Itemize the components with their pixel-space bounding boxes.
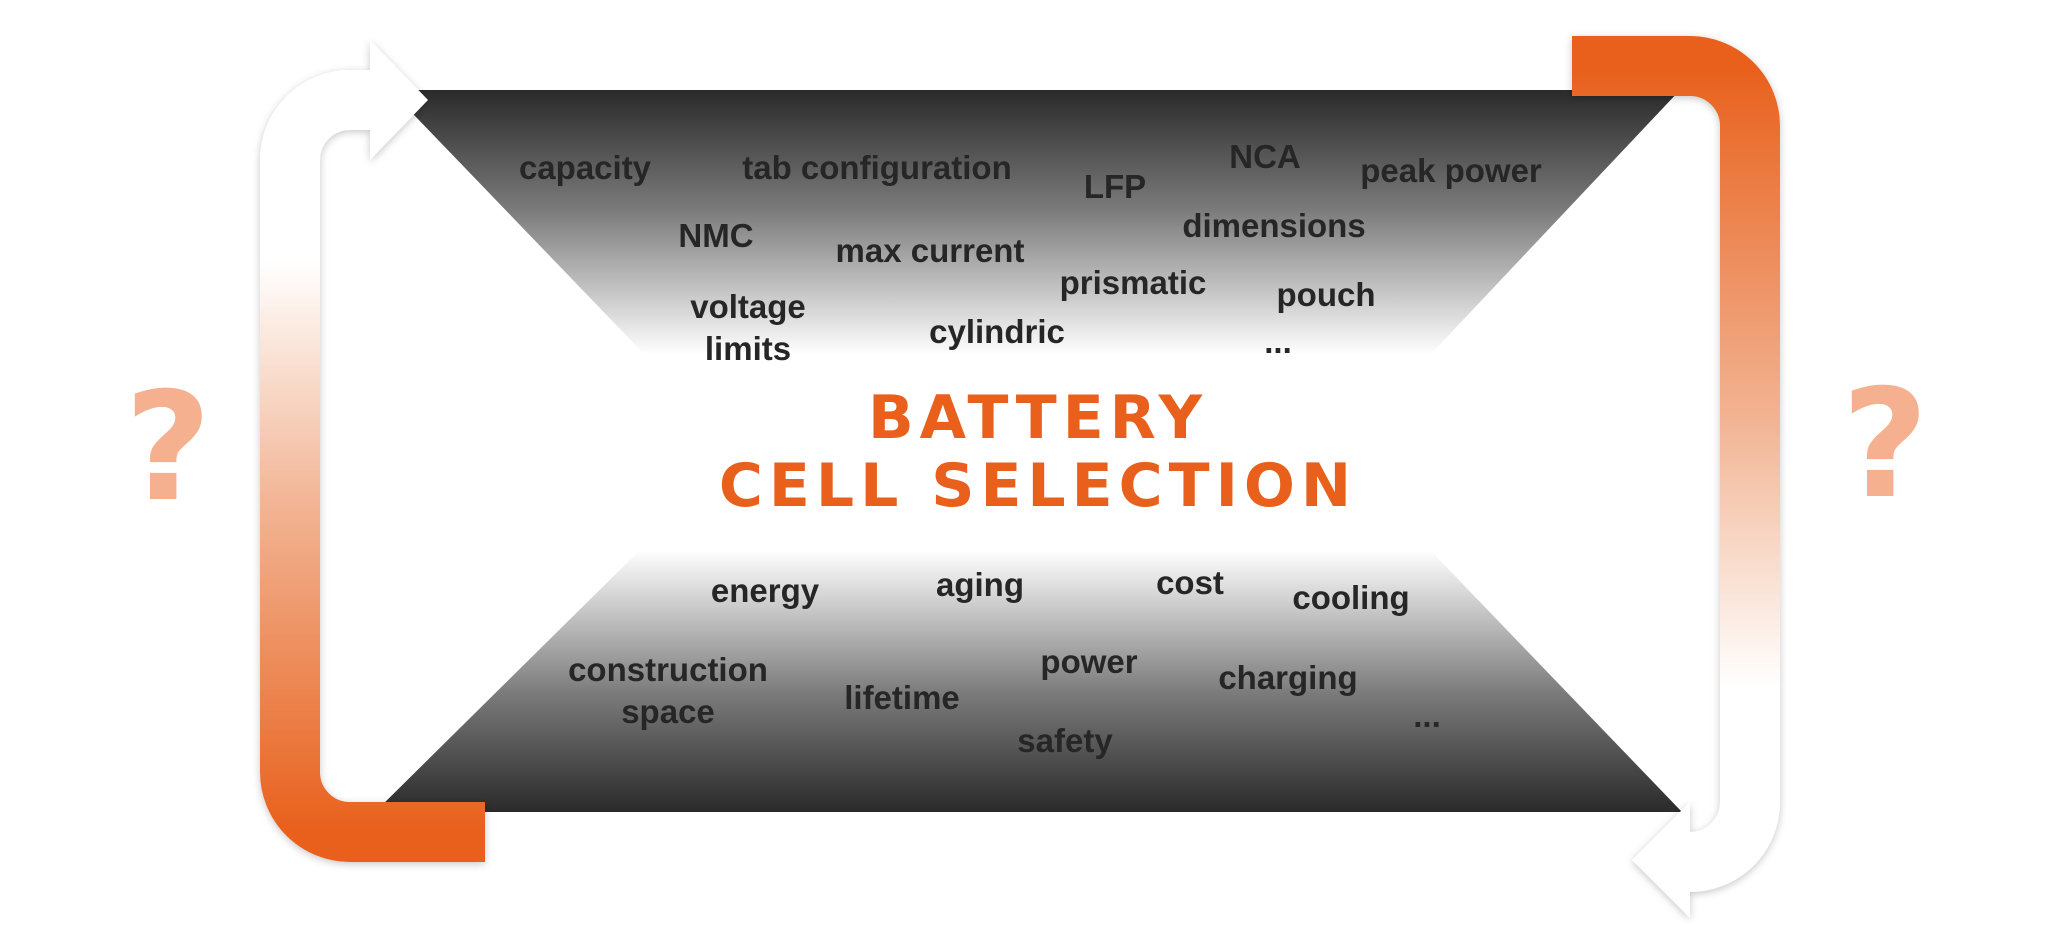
bottom-trapezoid — [375, 550, 1682, 812]
term-aging: aging — [936, 566, 1024, 603]
term-construction-space-line1: construction — [568, 651, 768, 688]
term-prismatic: prismatic — [1059, 264, 1207, 301]
term-cylindric: cylindric — [929, 313, 1065, 350]
right-cycle-arrow — [1572, 36, 1780, 918]
term-voltage-limits-line2: limits — [704, 330, 792, 367]
term-peak-power: peak power — [1360, 152, 1542, 189]
term-voltage-limits: voltage limits — [628, 286, 868, 370]
term-top-ellipsis: ... — [1264, 323, 1292, 360]
term-construction-space-line2: space — [621, 693, 715, 730]
question-mark-left-icon: ? — [124, 361, 212, 535]
title-line-2: CELL SELECTION — [718, 451, 1358, 521]
term-max-current: max current — [835, 232, 1025, 269]
term-nmc: NMC — [678, 217, 754, 254]
term-voltage-limits-line1: voltage — [690, 288, 806, 325]
term-tab-configuration: tab configuration — [742, 149, 1012, 186]
term-construction-space: construction space — [548, 649, 788, 733]
title-line-1: BATTERY — [867, 383, 1209, 453]
term-cooling: cooling — [1292, 579, 1410, 616]
question-mark-right-icon: ? — [1841, 358, 1929, 532]
term-safety: safety — [1017, 722, 1113, 759]
term-lfp: LFP — [1083, 168, 1147, 205]
term-bottom-ellipsis: ... — [1413, 697, 1441, 734]
term-charging: charging — [1218, 659, 1358, 696]
left-cycle-arrow — [260, 40, 485, 862]
term-cost: cost — [1156, 564, 1224, 601]
term-energy: energy — [710, 572, 820, 609]
term-nca: NCA — [1229, 138, 1301, 175]
term-power: power — [1040, 643, 1138, 680]
term-pouch: pouch — [1276, 276, 1376, 313]
term-dimensions: dimensions — [1182, 207, 1366, 244]
term-capacity: capacity — [518, 149, 652, 186]
term-lifetime: lifetime — [844, 679, 960, 716]
top-trapezoid — [390, 90, 1680, 355]
